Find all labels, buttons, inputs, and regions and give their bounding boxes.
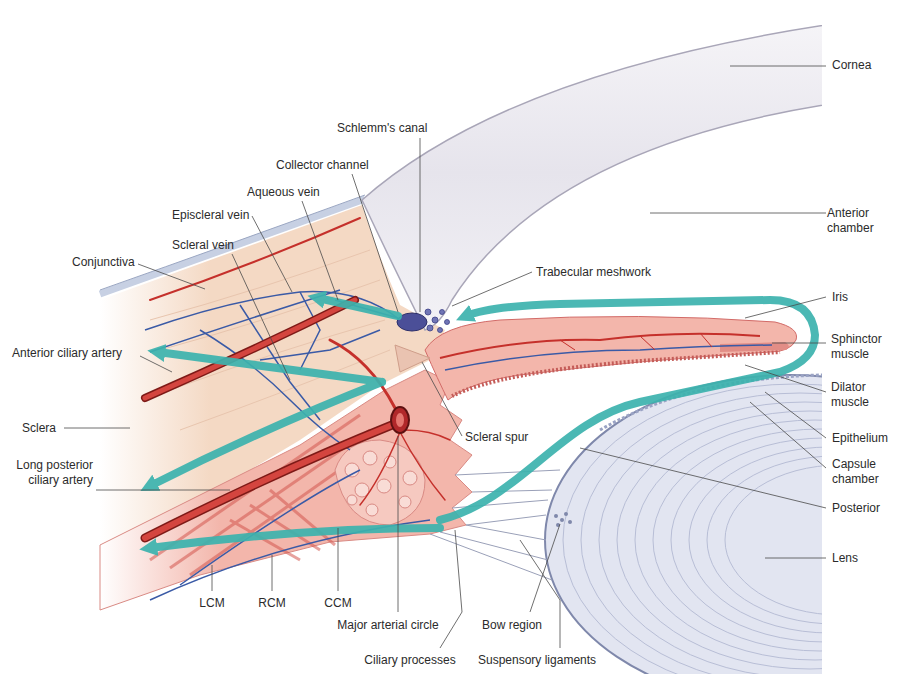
leader-line (440, 530, 462, 648)
bow-nuclei (554, 512, 572, 527)
part-label: Cornea (832, 58, 871, 73)
part-label: Conjunctiva (72, 255, 135, 270)
leader-line (765, 558, 826, 559)
cornea-shape (362, 15, 822, 330)
leader-line (302, 201, 338, 300)
part-label: Bow region (482, 618, 542, 633)
leader-line (765, 392, 826, 438)
part-label: Posterior (832, 501, 880, 516)
leader-line (422, 362, 462, 436)
leader-line (530, 524, 560, 612)
iris-epithelium (452, 352, 780, 396)
lens-figure (545, 375, 822, 674)
part-label: Long posterior ciliary artery (3, 458, 93, 488)
part-label: CCM (324, 596, 351, 611)
sphincter-band (720, 342, 789, 352)
leader-line (338, 528, 339, 591)
leader-line (212, 565, 213, 591)
part-label: Sclera (22, 421, 56, 436)
leader-line (745, 365, 826, 392)
zonule-fibres (430, 470, 560, 580)
part-label: Sphinctor muscle (831, 332, 897, 362)
part-label: Anterior ciliary artery (12, 346, 122, 361)
leader-line (730, 66, 826, 67)
leader-line (232, 254, 290, 380)
leader-line (452, 272, 532, 306)
part-label: Lens (832, 551, 858, 566)
leader-line (140, 356, 172, 372)
leader-line (252, 216, 292, 292)
ccm-cells (345, 451, 417, 516)
part-label: Anterior chamber (827, 206, 897, 236)
leader-line (745, 297, 826, 318)
ciliary-muscle-fibres (150, 415, 375, 575)
leader-line (750, 402, 826, 468)
aqueous-flow (150, 298, 815, 548)
part-label: Collector channel (276, 158, 369, 173)
part-label: Schlemm's canal (337, 121, 427, 136)
iris-vein (445, 345, 772, 370)
leader-line (580, 448, 826, 508)
leader-line (352, 174, 398, 312)
part-label: RCM (258, 596, 285, 611)
part-label: Iris (832, 290, 848, 305)
leader-line (398, 436, 399, 612)
iris-shape (425, 316, 797, 400)
leader-line (64, 428, 130, 429)
part-label: Aqueous vein (247, 185, 320, 200)
part-label: LCM (199, 596, 224, 611)
part-label: Suspensory ligaments (478, 653, 596, 668)
part-label: Epithelium (832, 431, 888, 446)
arterial-lumen (396, 413, 404, 427)
leader-line (272, 555, 273, 591)
leader-line (420, 138, 421, 312)
part-label: Scleral spur (465, 430, 528, 445)
part-label: Dilator muscle (831, 380, 897, 410)
major-arterial-circle (391, 407, 409, 433)
part-label: Major arterial circle (337, 618, 438, 633)
iris-vessel-branches (560, 333, 712, 350)
trabecular-pores (425, 309, 450, 333)
part-label: Ciliary processes (364, 653, 455, 668)
leader-line (650, 213, 826, 214)
leader-line (96, 490, 230, 491)
scleral-spur-shape (395, 345, 430, 372)
leader-line (772, 343, 826, 344)
leader-line (138, 264, 205, 289)
conjunctiva-edge (100, 195, 365, 290)
part-label: Capsule chamber (832, 457, 892, 487)
part-label: Scleral vein (172, 238, 234, 253)
conjunctiva (100, 199, 365, 294)
part-label: Trabecular meshwork (536, 265, 651, 280)
part-label: Episcleral vein (172, 208, 249, 223)
veins (145, 290, 430, 600)
